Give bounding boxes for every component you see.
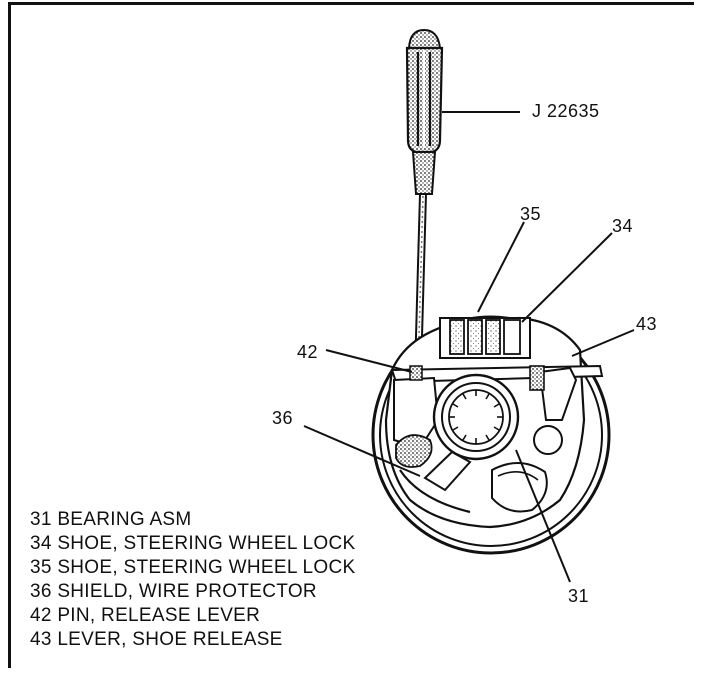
callout-34: 34	[612, 216, 634, 236]
callout-43: 43	[636, 314, 658, 334]
legend-item: 31 BEARING ASM	[30, 509, 192, 530]
frame-left-border	[8, 2, 11, 668]
callout-35: 35	[520, 204, 542, 224]
callout-36: 36	[272, 408, 294, 428]
leader-lines	[303, 221, 635, 583]
frame-top-border	[8, 2, 694, 5]
legend-item: 36 SHIELD, WIRE PROTECTOR	[30, 581, 317, 602]
legend-item: 42 PIN, RELEASE LEVER	[30, 605, 261, 626]
legend-item: 34 SHOE, STEERING WHEEL LOCK	[30, 533, 356, 554]
legend-item: 35 SHOE, STEERING WHEEL LOCK	[30, 557, 356, 578]
callout-42: 42	[297, 342, 319, 362]
parts-legend: 31 BEARING ASM 34 SHOE, STEERING WHEEL L…	[30, 508, 356, 652]
column-assembly	[371, 315, 611, 555]
tool-label: J 22635	[532, 101, 600, 121]
legend-item: 43 LEVER, SHOE RELEASE	[30, 629, 283, 650]
callout-31: 31	[568, 586, 590, 606]
